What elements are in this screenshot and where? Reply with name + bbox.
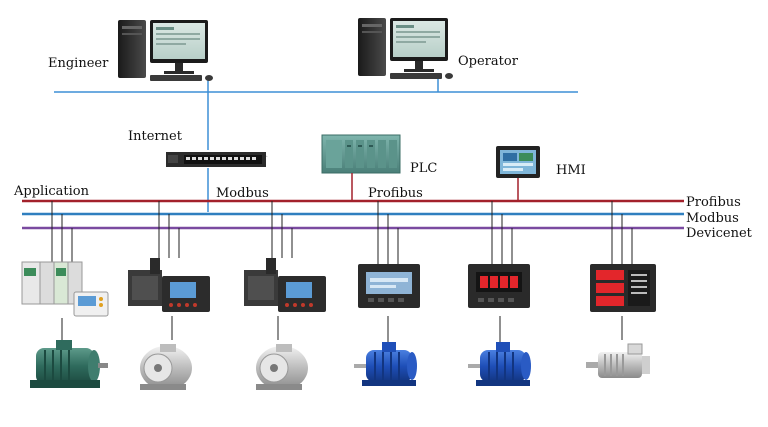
device-motor-protector-2 — [244, 258, 326, 312]
servo-motor-icon — [586, 343, 650, 378]
green-motor-icon — [30, 340, 108, 388]
engineer-label: Engineer — [48, 56, 109, 71]
plc-label: PLC — [410, 161, 437, 176]
drop-lines — [51, 201, 633, 264]
bus-label-devicenet: Devicenet — [686, 226, 753, 241]
device-modular-relay-unit — [21, 261, 109, 317]
bus-devicenet: Devicenet — [22, 226, 753, 241]
silver-motor-icon — [140, 344, 192, 390]
modbus-center-label: Modbus — [216, 186, 269, 201]
device-motor-protector-1 — [128, 258, 210, 312]
blue-motor-icon — [468, 342, 531, 386]
internet-switch: Internet — [128, 129, 268, 167]
network-switch-icon — [166, 152, 268, 167]
bus-label-modbus: Modbus — [686, 211, 739, 226]
ethernet-backbone — [54, 78, 578, 212]
operator-label: Operator — [458, 54, 519, 69]
device-panel-meter-lcd — [358, 264, 420, 308]
operator-workstation: Operator — [358, 18, 519, 79]
hmi-node: HMI — [496, 146, 586, 200]
silver-motor-icon — [256, 344, 308, 390]
touch-panel-icon — [496, 146, 540, 178]
blue-motor-icon — [354, 342, 417, 386]
desktop-computer-icon — [118, 20, 213, 81]
internet-label: Internet — [128, 129, 183, 144]
bus-label-profibus: Profibus — [686, 195, 741, 210]
hmi-label: HMI — [556, 163, 586, 178]
motor-links — [61, 316, 623, 344]
bus-profibus: Profibus — [22, 195, 741, 210]
engineer-workstation: Engineer — [48, 20, 213, 81]
profibus-center-label: Profibus — [368, 186, 423, 201]
bus-modbus: Modbus — [22, 211, 739, 226]
device-panel-meter-led — [468, 264, 530, 308]
plc-node: PLC — [321, 134, 437, 200]
device-multifunction-meter — [590, 264, 656, 312]
field-buses: Profibus Modbus Devicenet — [22, 195, 753, 241]
application-label: Application — [13, 184, 90, 199]
plc-rack-icon — [321, 134, 401, 174]
desktop-computer-icon — [358, 18, 453, 79]
